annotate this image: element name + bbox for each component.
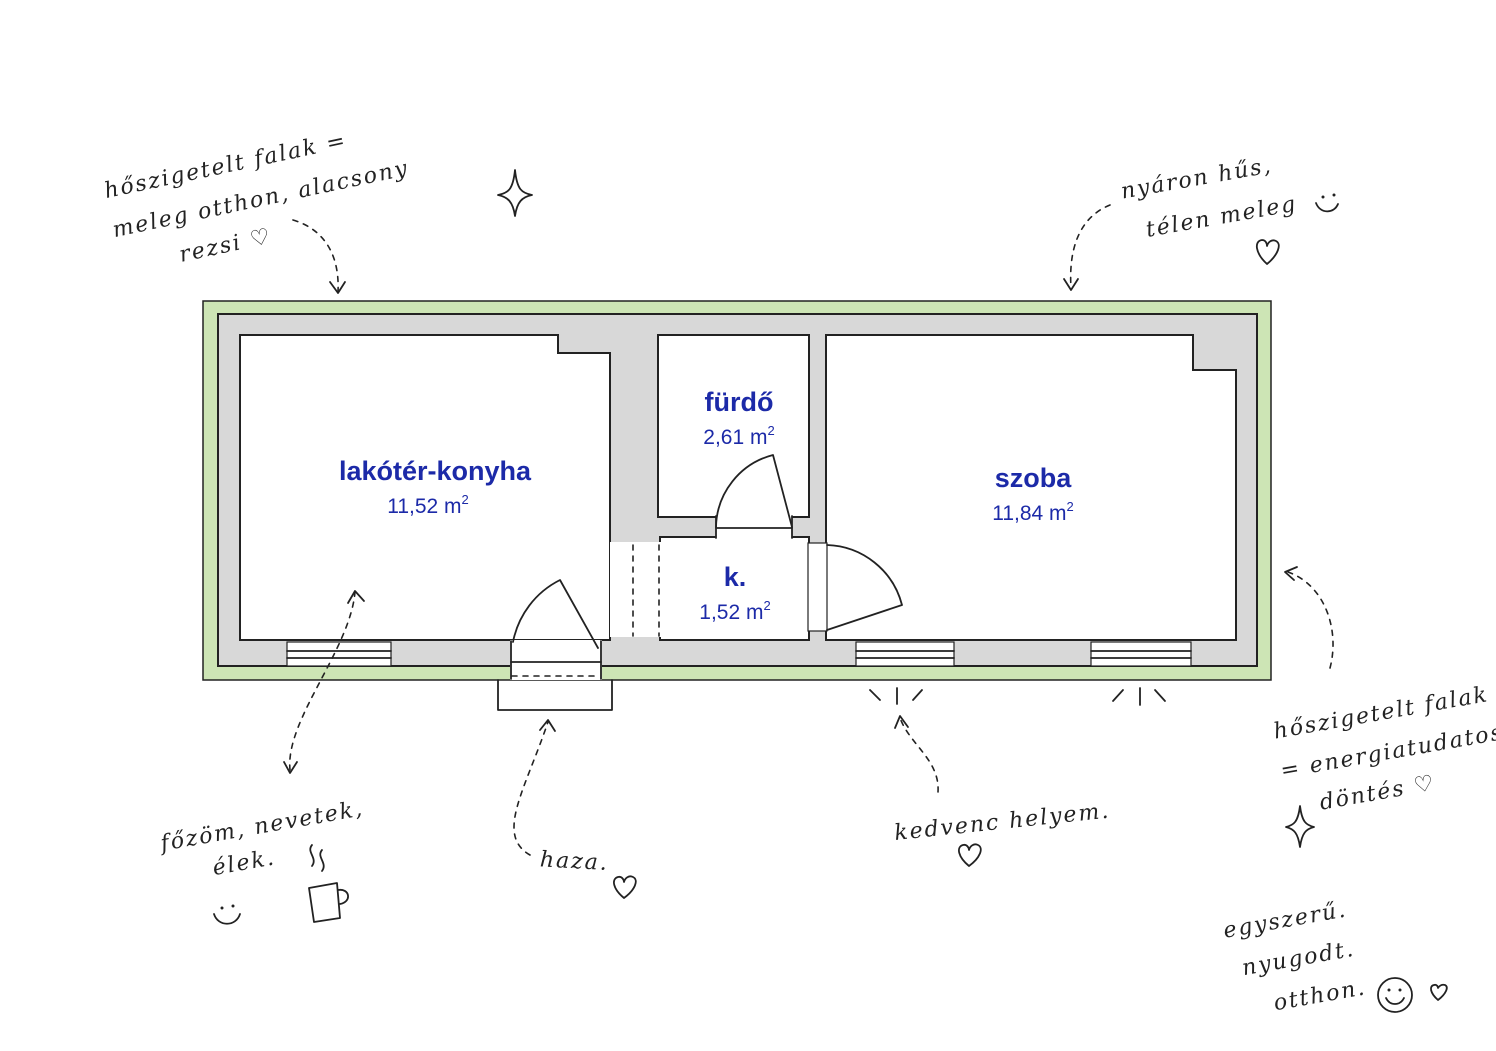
room-area-living-kitchen: 11,52 m2 bbox=[387, 492, 469, 518]
entrance-step bbox=[497, 679, 613, 711]
bedroom-door-opening bbox=[807, 542, 828, 632]
light-rays-icon bbox=[1112, 687, 1166, 706]
svg-text:döntés ♡: döntés ♡ bbox=[1318, 771, 1438, 816]
note-right: hőszigetelt falak = energiatudatos dönté… bbox=[1272, 682, 1496, 816]
svg-text:nyáron hűs,: nyáron hűs, bbox=[1119, 153, 1274, 204]
svg-text:egyszerű.: egyszerű. bbox=[1221, 897, 1349, 943]
svg-text:rezsi ♡: rezsi ♡ bbox=[177, 224, 274, 268]
svg-text:nyugodt.: nyugodt. bbox=[1240, 937, 1357, 981]
bathroom-door-swing bbox=[715, 454, 793, 528]
bathroom-door-gap bbox=[716, 515, 792, 539]
note-window: kedvenc helyem. bbox=[893, 798, 1111, 846]
bedroom-door-swing bbox=[826, 544, 903, 631]
window bbox=[1090, 641, 1192, 667]
opening bbox=[610, 542, 662, 637]
note-top-left: hőszigetelt falak = meleg otthon, alacso… bbox=[102, 128, 411, 268]
bathroom-floor bbox=[657, 334, 810, 518]
light-rays-icon bbox=[869, 687, 923, 705]
room-name-bedroom: szoba bbox=[995, 463, 1073, 493]
arrow-icon bbox=[1287, 571, 1334, 669]
entrance-door-gap bbox=[510, 640, 602, 680]
smiley-icon bbox=[1315, 193, 1339, 213]
room-name-living-kitchen: lakótér-konyha bbox=[339, 456, 532, 486]
window bbox=[286, 641, 392, 667]
arrow-icon bbox=[1069, 204, 1111, 289]
window bbox=[855, 641, 955, 667]
svg-text:élek.: élek. bbox=[211, 845, 278, 881]
room-area-bathroom: 2,61 m2 bbox=[703, 423, 774, 449]
svg-text:otthon.: otthon. bbox=[1272, 975, 1368, 1016]
room-name-hall: k. bbox=[724, 562, 747, 592]
heart-icon bbox=[1430, 983, 1448, 1001]
heart-icon bbox=[613, 875, 637, 899]
svg-text:kedvenc helyem.: kedvenc helyem. bbox=[893, 798, 1111, 846]
note-bottom-right: egyszerű. nyugodt. otthon. bbox=[1221, 897, 1368, 1016]
note-top-right: nyáron hűs, télen meleg bbox=[1119, 153, 1299, 243]
svg-text:télen meleg: télen meleg bbox=[1144, 192, 1299, 243]
entrance-door-swing bbox=[512, 579, 599, 649]
heart-icon bbox=[1256, 239, 1280, 265]
room-name-bathroom: fürdő bbox=[705, 387, 774, 417]
sparkle-icon bbox=[497, 169, 533, 217]
room-area-bedroom: 11,84 m2 bbox=[992, 499, 1074, 525]
smiley-icon bbox=[213, 904, 241, 925]
bedroom-floor bbox=[825, 334, 1237, 641]
heart-icon bbox=[958, 843, 982, 867]
arrow-icon bbox=[513, 721, 549, 856]
arrow-icon bbox=[289, 591, 356, 771]
arrow-icon bbox=[292, 219, 339, 293]
smiley-icon bbox=[1377, 977, 1413, 1013]
arrow-icon bbox=[899, 717, 939, 793]
room-area-hall: 1,52 m2 bbox=[699, 598, 770, 624]
living-kitchen-floor bbox=[239, 334, 611, 641]
note-entrance: haza. bbox=[539, 847, 609, 876]
note-bottom-left: főzöm, nevetek, élek. bbox=[157, 796, 366, 881]
coffee-cup-icon bbox=[308, 844, 349, 923]
svg-text:haza.: haza. bbox=[539, 847, 609, 876]
sparkle-icon bbox=[1285, 805, 1315, 848]
